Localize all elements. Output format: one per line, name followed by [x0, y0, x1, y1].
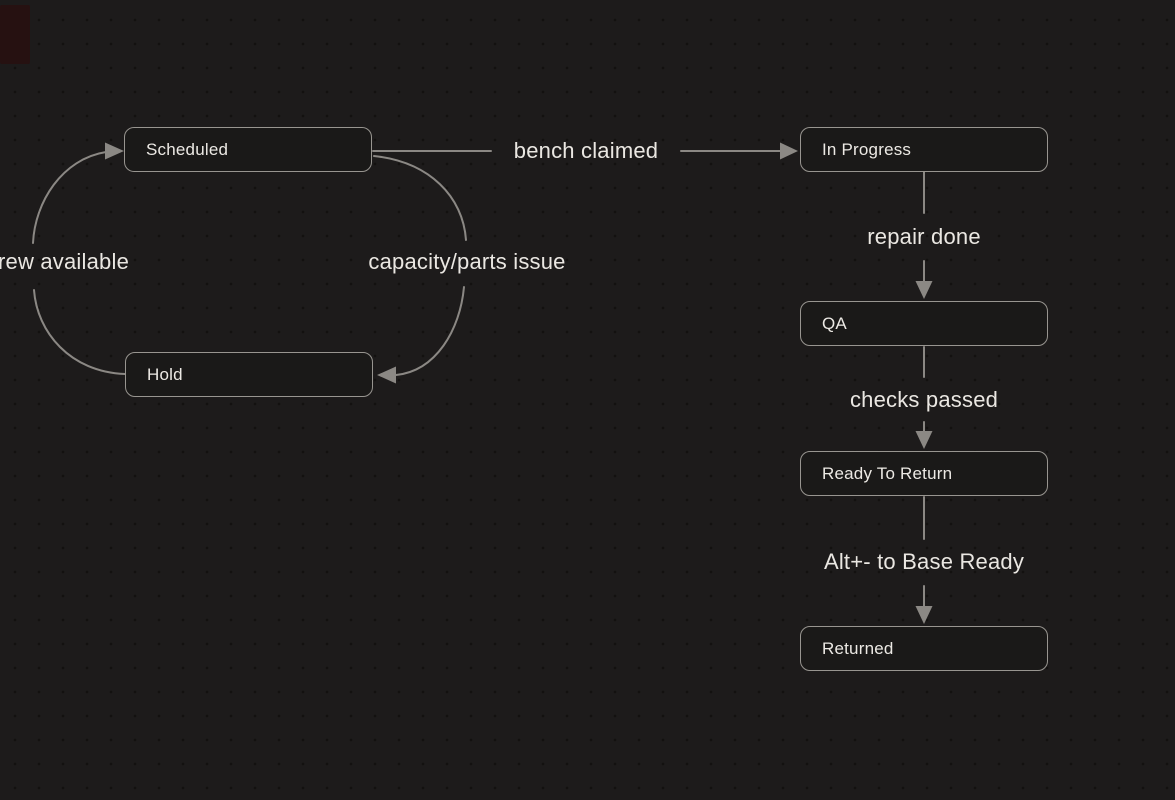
- arrowhead-into-scheduled: [105, 142, 124, 160]
- node-scheduled-label: Scheduled: [146, 139, 229, 159]
- edge-label-bench-claimed: bench claimed: [513, 138, 659, 163]
- node-in-progress-label: In Progress: [822, 139, 912, 159]
- edge-crew-available-curve-upper: [32, 151, 107, 244]
- edge-capacity-issue-curve-upper: [373, 155, 467, 241]
- edge-label-checks-passed: checks passed: [849, 387, 999, 412]
- node-hold-label: Hold: [147, 364, 183, 384]
- edge-label-capacity-parts-issue: capacity/parts issue: [368, 249, 566, 274]
- arrowhead-into-qa: [915, 281, 933, 299]
- node-hold[interactable]: Hold: [125, 352, 373, 397]
- edge-capacity-issue-curve-lower: [395, 286, 465, 376]
- node-scheduled[interactable]: Scheduled: [124, 127, 372, 172]
- edge-label-alt-to-base-ready: Alt+- to Base Ready: [823, 549, 1025, 574]
- node-returned[interactable]: Returned: [800, 626, 1048, 671]
- arrowhead-into-in-progress: [780, 142, 798, 160]
- node-ready-to-return-label: Ready To Return: [822, 463, 953, 483]
- node-qa-label: QA: [822, 313, 847, 333]
- node-in-progress[interactable]: In Progress: [800, 127, 1048, 172]
- edge-crew-available-curve-lower: [33, 289, 126, 375]
- arrowhead-into-returned: [915, 606, 933, 624]
- edge-label-crew-available: rew available: [0, 249, 130, 274]
- arrowhead-into-ready-to-return: [915, 431, 933, 449]
- arrowhead-into-hold: [377, 366, 396, 384]
- edge-label-repair-done: repair done: [867, 224, 981, 249]
- node-returned-label: Returned: [822, 638, 894, 658]
- node-ready-to-return[interactable]: Ready To Return: [800, 451, 1048, 496]
- node-qa[interactable]: QA: [800, 301, 1048, 346]
- corner-marker: [0, 5, 30, 64]
